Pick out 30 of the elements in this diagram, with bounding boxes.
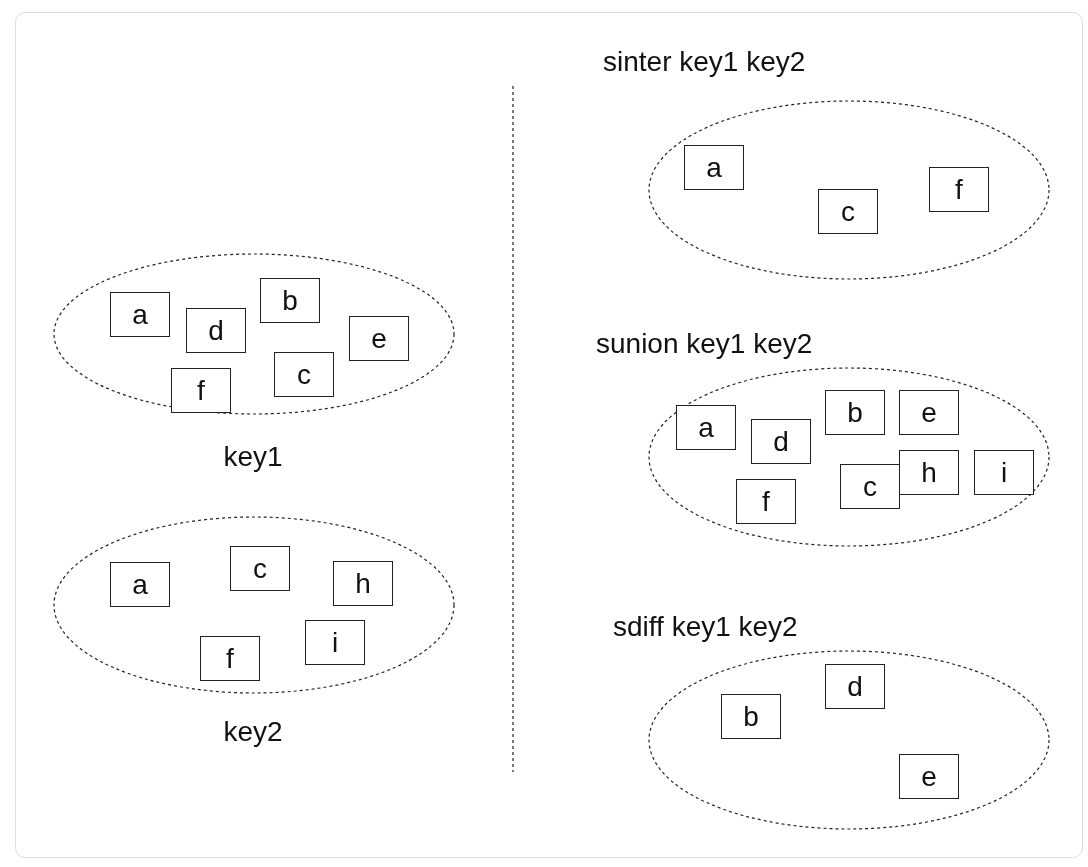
- set-name-label: key2: [223, 715, 283, 749]
- element-box: i: [974, 450, 1034, 495]
- element-box: e: [899, 390, 959, 435]
- operation-title: sunion key1 key2: [596, 327, 813, 361]
- element-box: a: [684, 145, 744, 190]
- element-box: i: [305, 620, 365, 665]
- element-box: h: [899, 450, 959, 495]
- element-box: b: [260, 278, 320, 323]
- element-box: b: [825, 390, 885, 435]
- set-name-label: key1: [223, 440, 283, 474]
- element-box: e: [349, 316, 409, 361]
- operation-title: sinter key1 key2: [603, 45, 806, 79]
- element-box: f: [200, 636, 260, 681]
- element-box: c: [274, 352, 334, 397]
- operation-title: sdiff key1 key2: [613, 610, 798, 644]
- element-box: c: [840, 464, 900, 509]
- element-box: f: [736, 479, 796, 524]
- element-box: d: [751, 419, 811, 464]
- element-box: c: [230, 546, 290, 591]
- element-box: a: [110, 562, 170, 607]
- element-box: f: [929, 167, 989, 212]
- element-box: a: [676, 405, 736, 450]
- element-box: b: [721, 694, 781, 739]
- element-box: d: [825, 664, 885, 709]
- element-box: a: [110, 292, 170, 337]
- element-box: c: [818, 189, 878, 234]
- element-box: h: [333, 561, 393, 606]
- element-box: f: [171, 368, 231, 413]
- element-box: e: [899, 754, 959, 799]
- element-box: d: [186, 308, 246, 353]
